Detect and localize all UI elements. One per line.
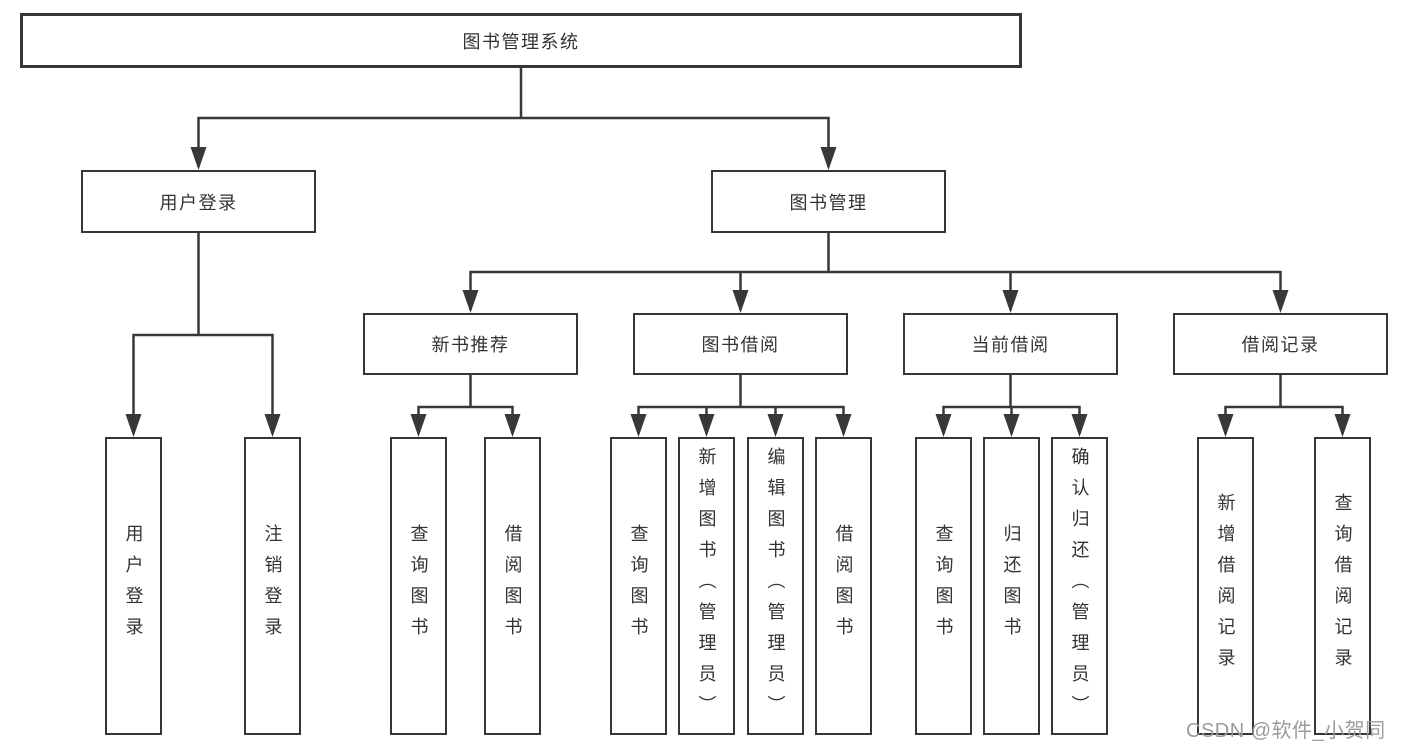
node-label: 当前借阅 — [971, 335, 1050, 355]
node-label: 新书推荐 — [431, 335, 510, 355]
node-label: 新增借阅记录 — [1215, 493, 1236, 679]
node-book-borrow: 图书借阅 — [633, 313, 848, 375]
node-confirm-return-admin: 确认归还（管理员） — [1051, 437, 1108, 735]
node-label: 新增图书（管理员） — [696, 446, 717, 726]
node-add-books-admin: 新增图书（管理员） — [678, 437, 735, 735]
node-query-borrow-record: 查询借阅记录 — [1314, 437, 1371, 735]
connector-book-borrow-children — [637, 375, 845, 434]
node-label: 图书管理 — [789, 192, 868, 213]
node-label: 借阅图书 — [502, 524, 523, 648]
node-library-management-system: 图书管理系统 — [20, 13, 1022, 68]
node-edit-books-admin: 编辑图书（管理员） — [747, 437, 804, 735]
node-label: 确认归还（管理员） — [1069, 446, 1090, 726]
node-query-books: 查询图书 — [610, 437, 667, 735]
node-query-books: 查询图书 — [915, 437, 972, 735]
connector-user-login-children — [132, 233, 274, 434]
connector-root-to-level1 — [197, 68, 830, 167]
node-current-borrow: 当前借阅 — [903, 313, 1118, 375]
node-label: 图书借阅 — [701, 335, 780, 355]
node-label: 借阅图书 — [833, 524, 854, 648]
node-borrow-books: 借阅图书 — [484, 437, 541, 735]
node-label: 用户登录 — [159, 192, 238, 213]
node-label: 查询借阅记录 — [1332, 493, 1353, 679]
node-label: 注销登录 — [262, 524, 283, 648]
node-label: 查询图书 — [933, 524, 954, 648]
node-user-login: 用户登录 — [81, 170, 316, 233]
node-label: 查询图书 — [408, 524, 429, 648]
node-label: 图书管理系统 — [462, 31, 580, 52]
node-user-login-leaf: 用户登录 — [105, 437, 162, 735]
node-new-book-recommend: 新书推荐 — [363, 313, 578, 375]
node-return-books: 归还图书 — [983, 437, 1040, 735]
connector-borrow-records-children — [1224, 375, 1344, 434]
node-add-borrow-record: 新增借阅记录 — [1197, 437, 1254, 735]
node-borrow-books: 借阅图书 — [815, 437, 872, 735]
connector-book-management-children — [469, 232, 1282, 310]
connector-new-book-recommend-children — [417, 375, 514, 434]
node-book-management: 图书管理 — [711, 170, 946, 233]
watermark: CSDN @软件_小贺同学 — [1186, 720, 1386, 742]
node-borrow-records: 借阅记录 — [1173, 313, 1388, 375]
node-label: 借阅记录 — [1241, 335, 1320, 355]
node-query-books: 查询图书 — [390, 437, 447, 735]
node-label: 查询图书 — [628, 524, 649, 648]
node-logout-leaf: 注销登录 — [244, 437, 301, 735]
arrowheads — [125, 147, 1351, 437]
node-label: 编辑图书（管理员） — [765, 446, 786, 726]
node-label: 归还图书 — [1001, 524, 1022, 648]
node-label: 用户登录 — [123, 524, 144, 648]
